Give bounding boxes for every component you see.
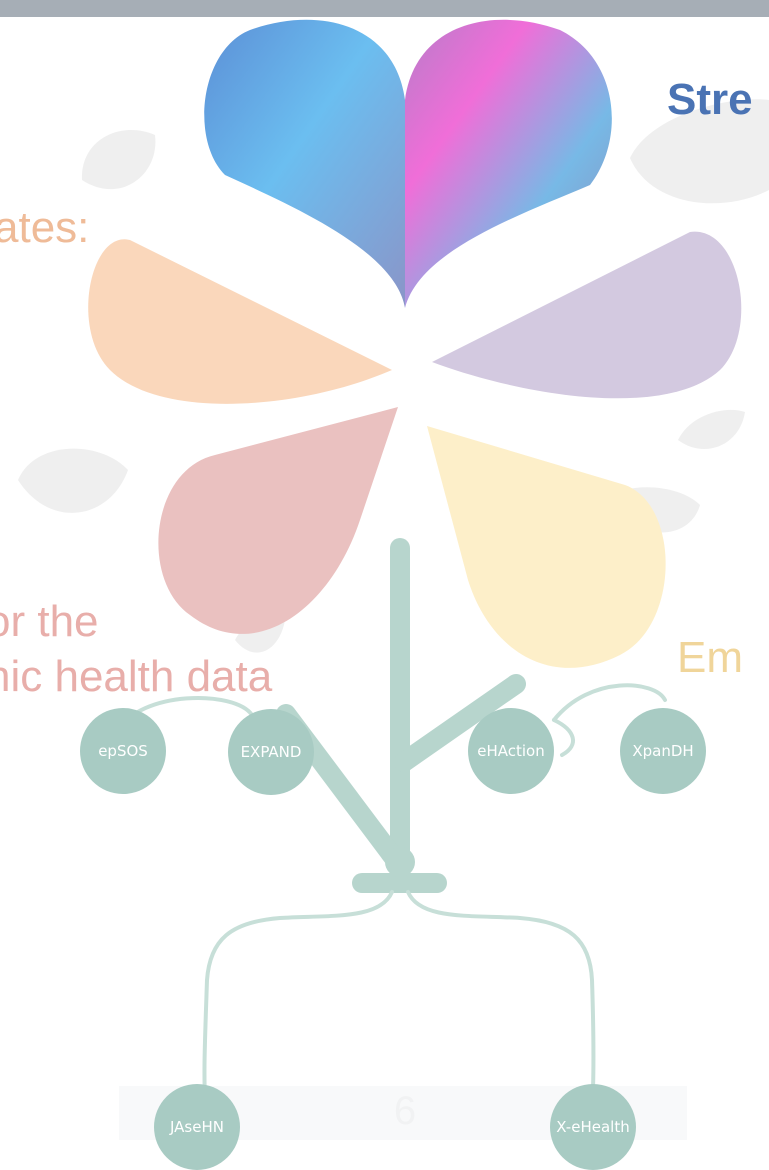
grey-leaf [81, 130, 156, 190]
grey-leaf [630, 99, 769, 204]
petal-rose [158, 407, 398, 634]
heart-right-half [405, 19, 612, 308]
petal-lilac [432, 231, 742, 399]
grey-leaf [678, 409, 745, 450]
page-number: 6 [393, 1089, 417, 1133]
petal-yellow [427, 426, 666, 668]
heart-left-half [204, 19, 405, 308]
project-node-ehaction: eHAction [468, 708, 554, 794]
petal-peach [88, 239, 392, 404]
stem-joint [385, 847, 415, 877]
left-text-line-2: nic health data [0, 652, 273, 701]
right-text-fragment: Em [677, 633, 743, 682]
project-node-xpandh: XpanDH [620, 708, 706, 794]
project-node-jasehn: JAseHN [154, 1084, 240, 1170]
grey-leaf [18, 448, 128, 513]
project-node-x-ehealth: X-eHealth [550, 1084, 636, 1170]
left-text-line-1: or the [0, 597, 99, 646]
slide-title-fragment: Stre [667, 75, 753, 124]
top-bar [0, 0, 769, 17]
project-node-expand: EXPAND [228, 709, 314, 795]
project-node-epsos: epSOS [80, 708, 166, 794]
left-text-fragment: ates: [0, 203, 90, 252]
